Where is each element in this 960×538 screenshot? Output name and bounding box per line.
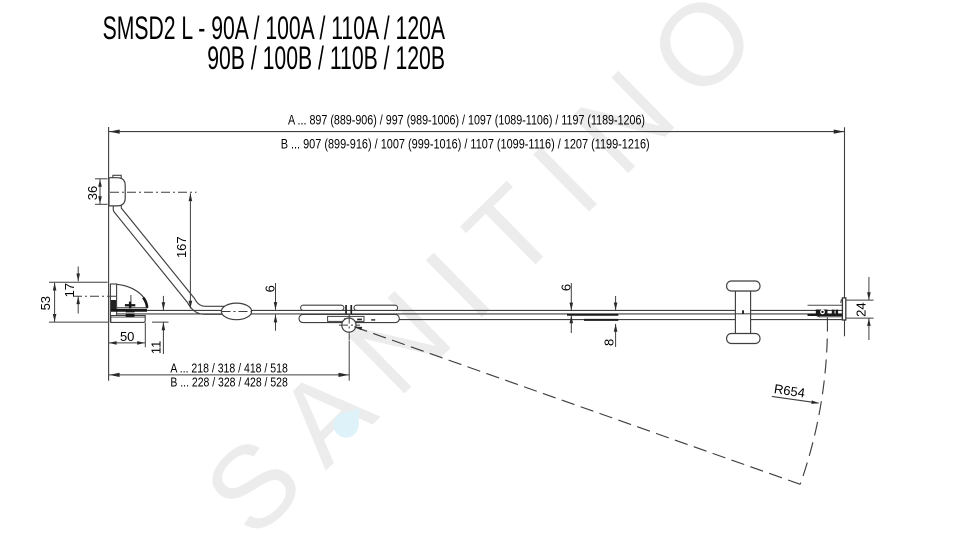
svg-text:6: 6	[558, 284, 573, 291]
svg-text:6: 6	[262, 285, 277, 292]
svg-text:17: 17	[62, 283, 77, 297]
svg-text:8: 8	[601, 339, 616, 346]
svg-text:SMSD2 L - 90A / 100A / 110A /: SMSD2 L - 90A / 100A / 110A / 120A	[103, 10, 446, 46]
svg-text:A ... 897 (889-906) / 997 (989: A ... 897 (889-906) / 997 (989-1006) / 1…	[288, 113, 645, 128]
svg-text:50: 50	[120, 329, 134, 344]
svg-text:SANITINO: SANITINO	[180, 0, 797, 538]
svg-text:11: 11	[149, 341, 164, 355]
svg-text:R654: R654	[773, 381, 806, 400]
svg-text:36: 36	[85, 186, 100, 200]
svg-text:B ... 907 (899-916) / 1007 (99: B ... 907 (899-916) / 1007 (999-1016) / …	[281, 137, 650, 152]
svg-text:90B / 100B / 110B / 120B: 90B / 100B / 110B / 120B	[207, 40, 445, 76]
svg-text:24: 24	[853, 302, 868, 316]
svg-text:53: 53	[38, 296, 53, 310]
svg-text:167: 167	[174, 236, 189, 258]
svg-text:B ... 228 / 328 / 428 / 528: B ... 228 / 328 / 428 / 528	[170, 375, 287, 390]
svg-text:A ... 218 / 318 / 418 / 518: A ... 218 / 318 / 418 / 518	[170, 360, 287, 375]
